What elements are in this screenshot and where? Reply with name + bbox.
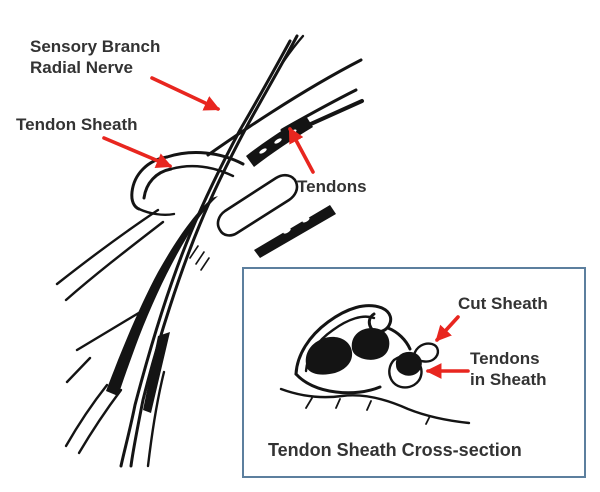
main-wrist-illustration — [55, 34, 364, 468]
tendon-sliver-bottom — [143, 332, 170, 413]
inset-caption: Tendon Sheath Cross-section — [268, 440, 522, 460]
cross-section-cut-edge — [386, 326, 412, 351]
sheath-outer-arc — [130, 155, 169, 211]
arrow-cut-sheath — [435, 315, 460, 342]
cross-section-tendon-right — [395, 351, 422, 376]
radial-nerve-right-edge — [129, 34, 299, 468]
cross-section-outer-outline — [294, 304, 393, 376]
baseline-ticks — [305, 397, 431, 425]
tendon-line-top — [206, 58, 363, 157]
tendon-line-left-b — [64, 220, 165, 302]
label-sensory-branch-line1: Sensory Branch — [30, 37, 161, 56]
label-cut-sheath: Cut Sheath — [458, 294, 548, 313]
tendon-line-bottom-c — [146, 370, 166, 468]
label-sensory-branch-radial-nerve: Sensory Branch Radial Nerve — [30, 36, 160, 78]
arrow-sensory-branch — [150, 76, 221, 111]
tendon-line-bottom-a — [64, 383, 109, 448]
cut-sheath-flap — [412, 342, 440, 363]
label-tendons-in-sheath-line2: in Sheath — [470, 370, 547, 389]
tendon-capsule — [216, 173, 299, 237]
sheath-bottom-edge — [137, 207, 176, 216]
label-tendons: Tendons — [297, 177, 367, 196]
tendon-line-left-c — [75, 306, 149, 352]
radial-nerve-left-edge — [119, 39, 292, 468]
tendon-wedge-gap — [117, 284, 147, 336]
arrow-tendons — [288, 126, 315, 174]
label-tendon-sheath: Tendon Sheath — [16, 115, 138, 134]
tendon-line-pair — [280, 88, 358, 132]
radial-nerve-fork — [281, 34, 305, 64]
tendon-line-left-a — [55, 208, 160, 286]
sheath-roof-outer — [165, 151, 245, 166]
pointer-arrows — [102, 76, 470, 379]
cross-section-illustration — [279, 304, 471, 425]
tendon-line-thick — [300, 99, 364, 130]
tendon-line-stub — [65, 356, 92, 384]
tendon-dark-sliver-lower — [254, 205, 336, 258]
tendon-line-bottom-b — [77, 388, 123, 455]
tendon-wedge — [106, 196, 218, 396]
label-tendons-in-sheath-line1: Tendons — [470, 349, 540, 368]
arrow-tendon-sheath — [102, 136, 173, 169]
cross-section-baseline — [279, 387, 471, 425]
label-sensory-branch-line2: Radial Nerve — [30, 58, 133, 77]
sheath-roof-inner — [169, 164, 235, 178]
label-tendons-in-sheath: Tendons in Sheath — [470, 348, 547, 390]
hatch-ticks — [189, 245, 210, 271]
cross-section-bottom-outline — [294, 372, 382, 395]
sheath-inner-arc — [142, 167, 173, 200]
cross-section-tendon-left — [305, 336, 353, 375]
cross-section-tendon-middle — [351, 328, 390, 360]
